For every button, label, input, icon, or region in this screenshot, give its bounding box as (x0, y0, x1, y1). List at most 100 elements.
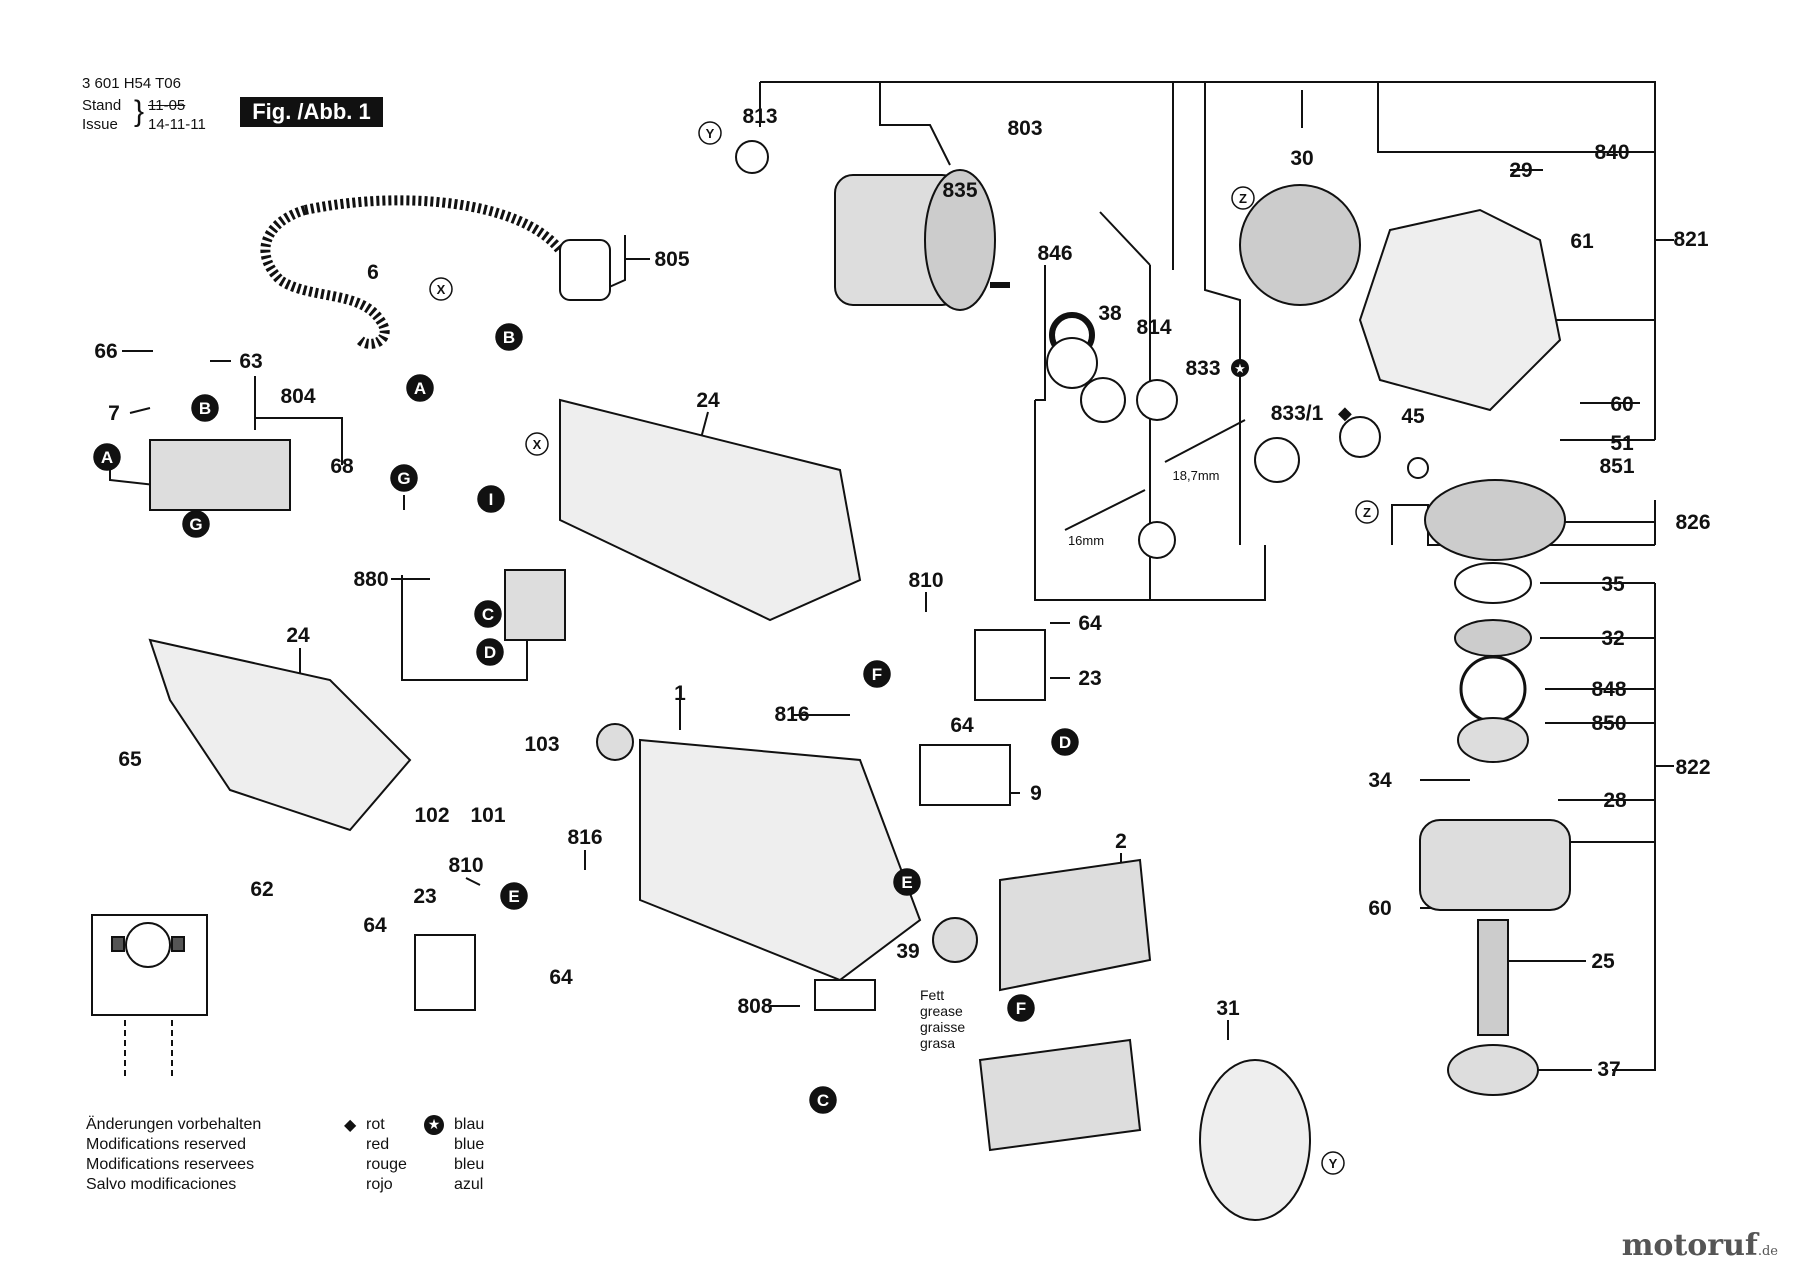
connector-label: D (484, 643, 496, 662)
part-label-821: 821 (1673, 228, 1708, 251)
connector-label: C (817, 1091, 829, 1110)
part-label-23: 23 (413, 885, 436, 908)
dimension-markers (1064, 419, 1246, 531)
part-label-846: 846 (1037, 242, 1072, 265)
connector-label: X (533, 437, 542, 452)
connector-label: G (397, 469, 410, 488)
star-icon: ★ (424, 1115, 444, 1135)
part-label-880: 880 (353, 568, 388, 591)
part-label-840: 840 (1594, 141, 1629, 164)
stand-label: Stand (82, 97, 122, 114)
part-label-805: 805 (654, 248, 689, 271)
crown-gear (1239, 184, 1361, 306)
part-label-65: 65 (118, 748, 142, 771)
connector-g-marker: G (390, 464, 418, 492)
connector-label: X (437, 282, 446, 297)
diamond-en: red (366, 1136, 390, 1153)
connector-f-marker: F (863, 660, 891, 688)
connector-z-marker: Z (1231, 186, 1255, 210)
part-label-833: 833 (1185, 357, 1220, 380)
switch (149, 439, 291, 511)
electronics-module (504, 569, 566, 641)
part-label-25: 25 (1591, 950, 1615, 973)
connector-y-marker: Y (1321, 1151, 1345, 1175)
part-label-835: 835 (942, 179, 977, 202)
part-label-51: 51 (1610, 432, 1634, 455)
connector-i-marker: I (477, 485, 505, 513)
part-label-38: 38 (1098, 302, 1122, 325)
large-bevel-gear (1424, 479, 1566, 561)
part-label-35: 35 (1601, 573, 1625, 596)
connector-b-marker: B (191, 394, 219, 422)
header-brace: } (134, 95, 145, 128)
motor-housing (639, 738, 922, 982)
part-label-61: 61 (1570, 230, 1594, 253)
connector-label: Y (1329, 1156, 1338, 1171)
end-cap (1199, 1059, 1311, 1221)
diamond-icon: ◆ (344, 1115, 357, 1134)
dimension-label: 16mm (1068, 533, 1104, 548)
connector-label: F (1016, 999, 1026, 1018)
nameplate (814, 979, 876, 1011)
connector-d-marker: D (476, 638, 504, 666)
connector-label: E (901, 873, 912, 892)
star-de: blau (454, 1116, 485, 1133)
part-label-68: 68 (330, 455, 354, 478)
part-label-816: 816 (567, 826, 602, 849)
part-label-60: 60 (1368, 897, 1391, 920)
part-label-31: 31 (1216, 997, 1240, 1020)
brush-cover-lower (414, 934, 476, 1011)
part-label-37: 37 (1597, 1058, 1620, 1081)
part-label-9: 9 (1030, 782, 1042, 805)
part-label-810: 810 (908, 569, 943, 592)
part-label-23: 23 (1078, 667, 1101, 690)
part-label-24: 24 (286, 624, 310, 647)
connector-d-marker: D (1051, 728, 1079, 756)
part-label-39: 39 (896, 940, 919, 963)
star-en: blue (454, 1136, 485, 1153)
connector-x-marker: X (429, 277, 453, 301)
grease-note-line: graisse (920, 1019, 965, 1035)
connector-label: G (189, 515, 202, 534)
brand-logo[interactable]: motoruf.de (1622, 1228, 1778, 1263)
connector-label: C (482, 605, 494, 624)
part-label-808: 808 (737, 995, 772, 1018)
connector-label: Z (1239, 191, 1247, 206)
star-fr: bleu (454, 1156, 485, 1173)
grease-note-line: grasa (920, 1035, 955, 1051)
grease-note-line: Fett (920, 987, 944, 1003)
callout-lines (109, 81, 1674, 1071)
gear-housing (1358, 208, 1562, 412)
part-label-102: 102 (414, 804, 449, 827)
connector-a-marker: A (93, 443, 121, 471)
part-label-64: 64 (950, 714, 974, 737)
blue-star-marker-833: ★ (1231, 359, 1249, 377)
connector-y-marker: Y (698, 121, 722, 145)
part-label-804: 804 (280, 385, 315, 408)
note-de: Änderungen vorbehalten (86, 1116, 262, 1133)
diamond-fr: rouge (366, 1156, 407, 1173)
svg-text:★: ★ (1234, 362, 1246, 377)
doc-number: 3 601 H54 T06 (82, 75, 181, 92)
connector-z-marker: Z (1355, 500, 1379, 524)
bearing-flange (1419, 819, 1571, 911)
rear-handle (559, 398, 862, 622)
part-label-826: 826 (1675, 511, 1710, 534)
connector-x-marker: X (525, 432, 549, 456)
part-label-851: 851 (1599, 455, 1634, 478)
stand-date: 11-05 (148, 97, 186, 114)
connector-label: E (508, 887, 519, 906)
part-label-64: 64 (1078, 612, 1102, 635)
part-label-2: 2 (1115, 830, 1127, 853)
part-label-28: 28 (1603, 789, 1627, 812)
part-label-66: 66 (94, 340, 117, 363)
plug (559, 239, 611, 301)
connector-f-marker: F (1007, 994, 1035, 1022)
wiring-schematic (91, 914, 208, 1016)
star-es: azul (454, 1176, 484, 1193)
part-label-34: 34 (1368, 769, 1392, 792)
connector-label: A (414, 379, 426, 398)
